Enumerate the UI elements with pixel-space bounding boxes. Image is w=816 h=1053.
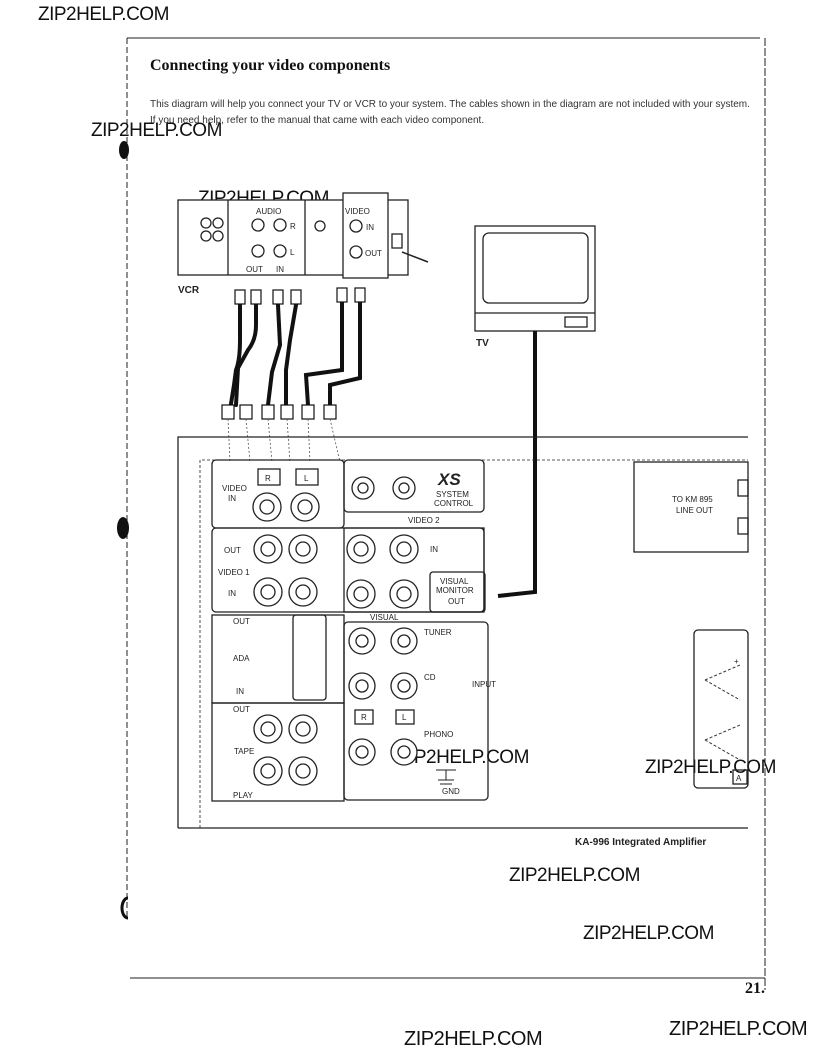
- cd-label: CD: [424, 673, 436, 682]
- vcr-in-label: IN: [276, 265, 284, 274]
- gnd-icon: [436, 769, 456, 785]
- phono-label: PHONO: [424, 730, 453, 739]
- ada-label: ADA: [233, 654, 250, 663]
- tape-play-label: PLAY: [233, 791, 254, 800]
- video1-in-label-b: IN: [228, 494, 236, 503]
- tuner-label: TUNER: [424, 628, 452, 637]
- l2-label: L: [402, 713, 407, 722]
- vcr-label: VCR: [178, 285, 200, 296]
- watermark: ZIP2HELP.COM: [404, 1028, 543, 1050]
- visual-monitor-label-c: OUT: [448, 597, 465, 606]
- watermark: ZIP2HELP.COM: [398, 747, 529, 768]
- vcr-video-in-label: IN: [366, 223, 374, 232]
- watermark: ZIP2HELP.COM: [583, 923, 714, 944]
- system-control-label-a: SYSTEM: [436, 490, 469, 499]
- vcr-audio-label: AUDIO: [256, 207, 281, 216]
- tv-unit: [474, 225, 596, 332]
- vcr-out-label: OUT: [246, 265, 263, 274]
- out-label: OUT: [224, 546, 241, 555]
- binding-hole: [119, 141, 129, 159]
- plus-label: +: [734, 657, 739, 666]
- panel-r-label: R: [265, 474, 271, 483]
- watermark: ZIP2HELP.COM: [669, 1018, 808, 1040]
- visual-label: VISUAL: [370, 613, 399, 622]
- amplifier-panel: [177, 436, 749, 829]
- xs-logo: XS: [437, 470, 461, 489]
- tape-out-label: OUT: [233, 705, 250, 714]
- tape-label: TAPE: [234, 747, 254, 756]
- amplifier-caption: KA-996 Integrated Amplifier: [575, 837, 706, 848]
- rca-jacks: [252, 476, 419, 786]
- vcr-video-label: VIDEO: [345, 207, 370, 216]
- video1-label: VIDEO 1: [218, 568, 250, 577]
- right-box-label-b: LINE OUT: [676, 506, 713, 515]
- system-control-label-b: CONTROL: [434, 499, 474, 508]
- page-frame: [126, 37, 766, 990]
- ada-in-label: IN: [236, 687, 244, 696]
- panel-l-label: L: [304, 474, 309, 483]
- ada-out-label: OUT: [233, 617, 250, 626]
- vcr-unit: [177, 192, 409, 279]
- cables: [228, 298, 362, 412]
- vcr-video-out-label: OUT: [365, 249, 382, 258]
- binding-hole: [117, 517, 129, 539]
- r2-label: R: [361, 713, 367, 722]
- watermark: ZIP2HELP.COM: [91, 120, 222, 141]
- cable-plugs: [221, 287, 366, 420]
- gnd-label: GND: [442, 787, 460, 796]
- tv-label: TV: [476, 338, 489, 349]
- watermark: ZIP2HELP.COM: [509, 865, 640, 886]
- vcr-audio-l-label: L: [290, 248, 295, 257]
- video2-label: VIDEO 2: [408, 516, 440, 525]
- input-label: INPUT: [472, 680, 496, 689]
- page-title: Connecting your video components: [150, 57, 391, 74]
- binding-hole: [120, 896, 129, 920]
- video1-in-label-a: VIDEO: [222, 484, 247, 493]
- watermark: ZIP2HELP.COM: [38, 4, 169, 25]
- visual-monitor-label-b: MONITOR: [436, 586, 474, 595]
- tv-cable: [497, 331, 537, 598]
- page-number: 21.: [745, 980, 765, 997]
- watermark: ZIP2HELP.COM: [645, 757, 776, 778]
- vcr-audio-r-label: R: [290, 222, 296, 231]
- intro-paragraph: This diagram will help you connect your …: [150, 99, 750, 126]
- visual-monitor-label-a: VISUAL: [440, 577, 469, 586]
- in-label: IN: [228, 589, 236, 598]
- in-right-label: IN: [430, 545, 438, 554]
- right-box-label-a: TO KM 895: [672, 495, 713, 504]
- a-label: A: [736, 774, 742, 783]
